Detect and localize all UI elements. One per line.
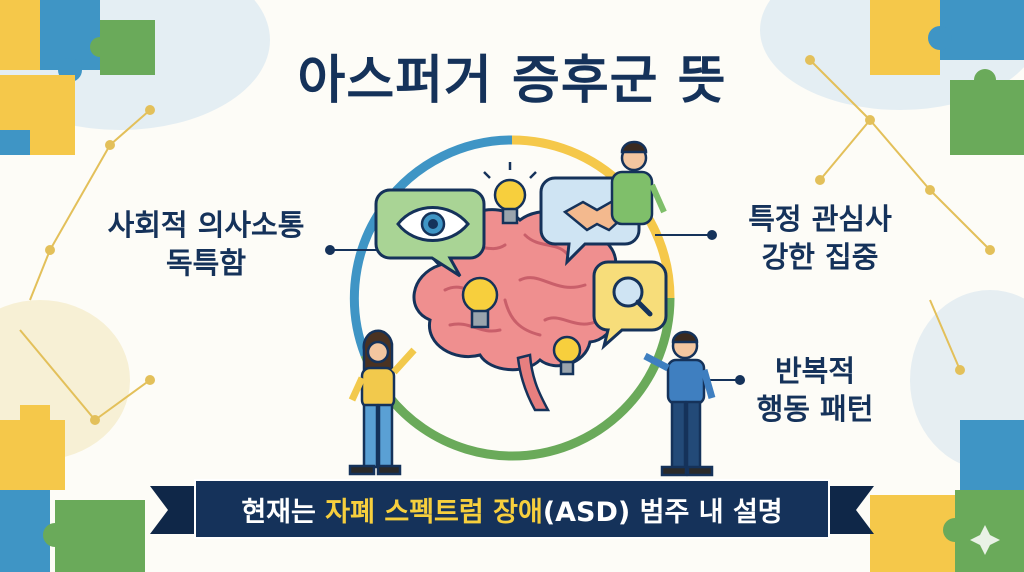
banner-highlight: 자폐 스펙트럼 장애 — [325, 496, 543, 528]
person-figure — [610, 140, 667, 226]
banner-ribbon — [150, 479, 874, 539]
label-repetitive-behavior: 반복적 행동 패턴 — [750, 352, 880, 428]
lightbulb-icon — [461, 162, 582, 376]
label-line: 독특함 — [165, 246, 247, 280]
page-title: 아스퍼거 증후군 뜻 — [297, 51, 727, 111]
person-figure — [643, 330, 716, 477]
label-special-interest: 특정 관심사 강한 집중 — [730, 200, 910, 276]
label-line: 특정 관심사 — [748, 202, 892, 236]
label-line: 사회적 의사소통 — [107, 208, 305, 242]
banner-prefix: 현재는 — [241, 496, 316, 528]
eye-icon — [374, 188, 486, 278]
label-line: 행동 패턴 — [756, 392, 874, 426]
label-line: 반복적 — [774, 354, 856, 388]
banner-suffix: (ASD) 범주 내 설명 — [542, 496, 783, 528]
label-social-communication: 사회적 의사소통 독특함 — [90, 206, 322, 282]
label-line: 강한 집중 — [761, 240, 879, 274]
magnifier-icon — [592, 260, 668, 351]
banner-text: 현재는 자폐 스펙트럼 장애(ASD) 범주 내 설명 — [205, 484, 819, 534]
person-figure — [348, 329, 417, 476]
